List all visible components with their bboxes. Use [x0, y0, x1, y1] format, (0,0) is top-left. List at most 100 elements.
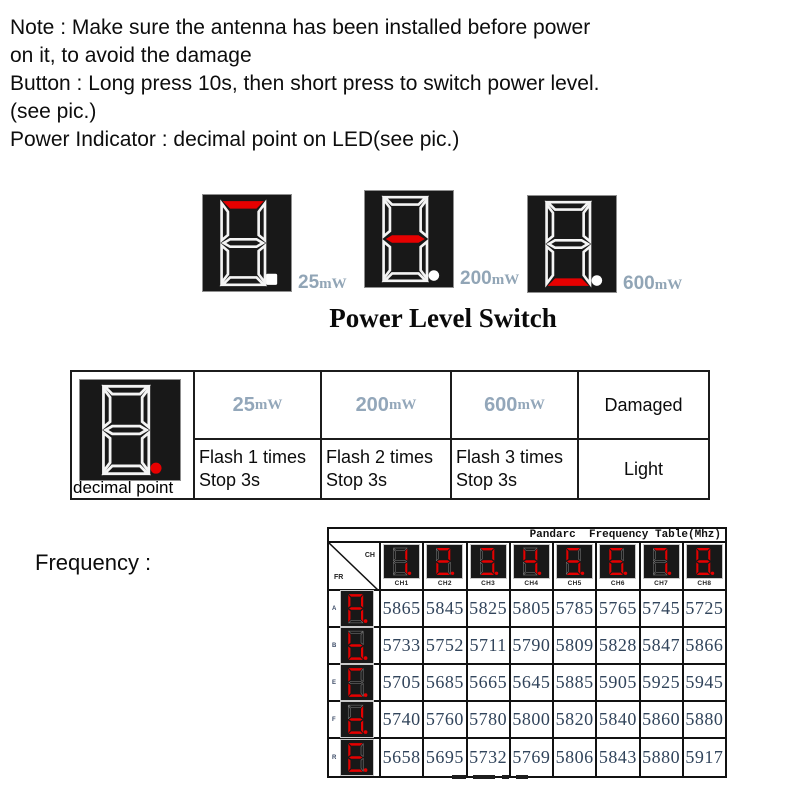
status-line: Stop 3s — [326, 470, 388, 490]
power-led-unit-200mw: 200mW — [364, 190, 519, 289]
seven-segment-svg — [101, 384, 162, 476]
band-led-display — [340, 590, 374, 627]
frequency-value-cell: 5740 — [379, 702, 422, 737]
power-unit: mW — [491, 272, 520, 288]
power-led-label: 200mW — [460, 268, 519, 290]
band-led-display — [340, 701, 374, 738]
frequency-value-cell: 5825 — [465, 591, 509, 626]
seven-segment-svg — [348, 743, 368, 772]
status-line: Stop 3s — [456, 470, 518, 490]
power-value: 25 — [298, 272, 320, 293]
power-led-label: 600mW — [623, 273, 682, 295]
diagonal-divider — [329, 543, 379, 591]
channel-header-cell: CH3 — [465, 543, 509, 589]
text-fragment-bar — [502, 775, 509, 779]
seven-segment-svg — [219, 199, 278, 287]
frequency-value-cell: 5645 — [508, 665, 552, 700]
channel-header-cell: CH2 — [422, 543, 465, 589]
frequency-value-cell: 5725 — [681, 591, 725, 626]
channel-led-display — [556, 544, 594, 579]
frequency-value-cell: 5780 — [465, 702, 509, 737]
frequency-value-cell: 5885 — [552, 665, 595, 700]
frequency-value-cell: 5765 — [595, 591, 638, 626]
channel-label: CH7 — [654, 580, 669, 587]
power-unit: mW — [654, 277, 683, 293]
seven-segment-svg — [566, 547, 585, 576]
channel-led-display — [512, 544, 550, 579]
seven-segment-svg — [522, 547, 542, 576]
frequency-value-cell: 5820 — [552, 702, 595, 737]
frequency-value-cell: 5745 — [638, 591, 682, 626]
text-fragment-bar — [452, 775, 466, 779]
power-led-cell: decimal point — [72, 372, 193, 498]
band-cell: B — [329, 627, 379, 664]
band-cell: E — [329, 664, 379, 701]
band-cell: R — [329, 739, 379, 776]
freq-corner-cell: CH FR — [329, 543, 379, 591]
power-unit: mW — [254, 396, 283, 413]
power-value: 600 — [623, 273, 655, 294]
power-value: 25 — [232, 393, 255, 416]
channel-label: CH2 — [437, 580, 452, 587]
seven-segment-svg — [609, 547, 628, 575]
frequency-value-cell: 5809 — [552, 628, 595, 663]
power-led-unit-600mw: 600mW — [527, 195, 682, 294]
frequency-value-cell: 5732 — [465, 739, 509, 776]
frequency-value-cell: 5806 — [552, 739, 595, 776]
power-value: 200 — [355, 393, 389, 416]
note-line: Power Indicator : decimal point on LED(s… — [10, 128, 460, 151]
frequency-value-cell: 5733 — [379, 628, 422, 663]
frequency-value-cell: 5711 — [465, 628, 509, 663]
seven-segment-display — [79, 379, 181, 481]
band-cell: F — [329, 701, 379, 738]
frequency-value-cell: 5843 — [595, 739, 638, 776]
seven-segment-svg — [436, 547, 455, 576]
note-line: Note : Make sure the antenna has been in… — [10, 16, 591, 39]
band-letter: A — [332, 605, 337, 612]
channel-header-cell: CH5 — [552, 543, 595, 589]
channel-led-display — [469, 544, 507, 579]
seven-segment-display — [364, 190, 454, 288]
channel-header-cell: CH7 — [638, 543, 682, 589]
frequency-label: Frequency : — [35, 550, 152, 575]
frequency-value-cell: 5880 — [638, 739, 682, 776]
channel-label: CH1 — [394, 580, 409, 587]
frequency-value-cell: 5845 — [422, 591, 465, 626]
band-led-display — [340, 664, 374, 701]
frequency-value-cell: 5917 — [681, 739, 725, 776]
seven-segment-svg — [696, 548, 715, 575]
channel-header-cell: CH1 — [379, 543, 422, 589]
text-fragment-bar — [473, 775, 495, 779]
channel-label: CH5 — [567, 580, 582, 587]
channel-label: CH3 — [481, 580, 496, 587]
text-fragment-bar — [516, 775, 528, 779]
frequency-value-cell: 5752 — [422, 628, 465, 663]
freq-table-title: Pandarc Frequency Table(Mhz) — [329, 529, 725, 543]
band-letter: E — [332, 679, 337, 686]
power-status-cell-damaged: Light — [577, 438, 708, 498]
power-value: 200 — [460, 268, 492, 289]
status-line: Light — [623, 458, 664, 479]
frequency-value-cell: 5705 — [379, 665, 422, 700]
note-line: Button : Long press 10s, then short pres… — [10, 72, 600, 95]
power-level-heading: Power Level Switch — [329, 303, 557, 333]
seven-segment-display — [202, 194, 292, 292]
frequency-value-cell: 5866 — [681, 628, 725, 663]
frequency-value-cell: 5945 — [681, 665, 725, 700]
clipped-text-fragment — [452, 775, 535, 779]
channel-led-display — [685, 544, 723, 579]
frequency-value-cell: 5805 — [508, 591, 552, 626]
corner-ch-label: CH — [364, 552, 375, 559]
frequency-value-cell: 5840 — [595, 702, 638, 737]
band-letter: R — [332, 754, 337, 761]
